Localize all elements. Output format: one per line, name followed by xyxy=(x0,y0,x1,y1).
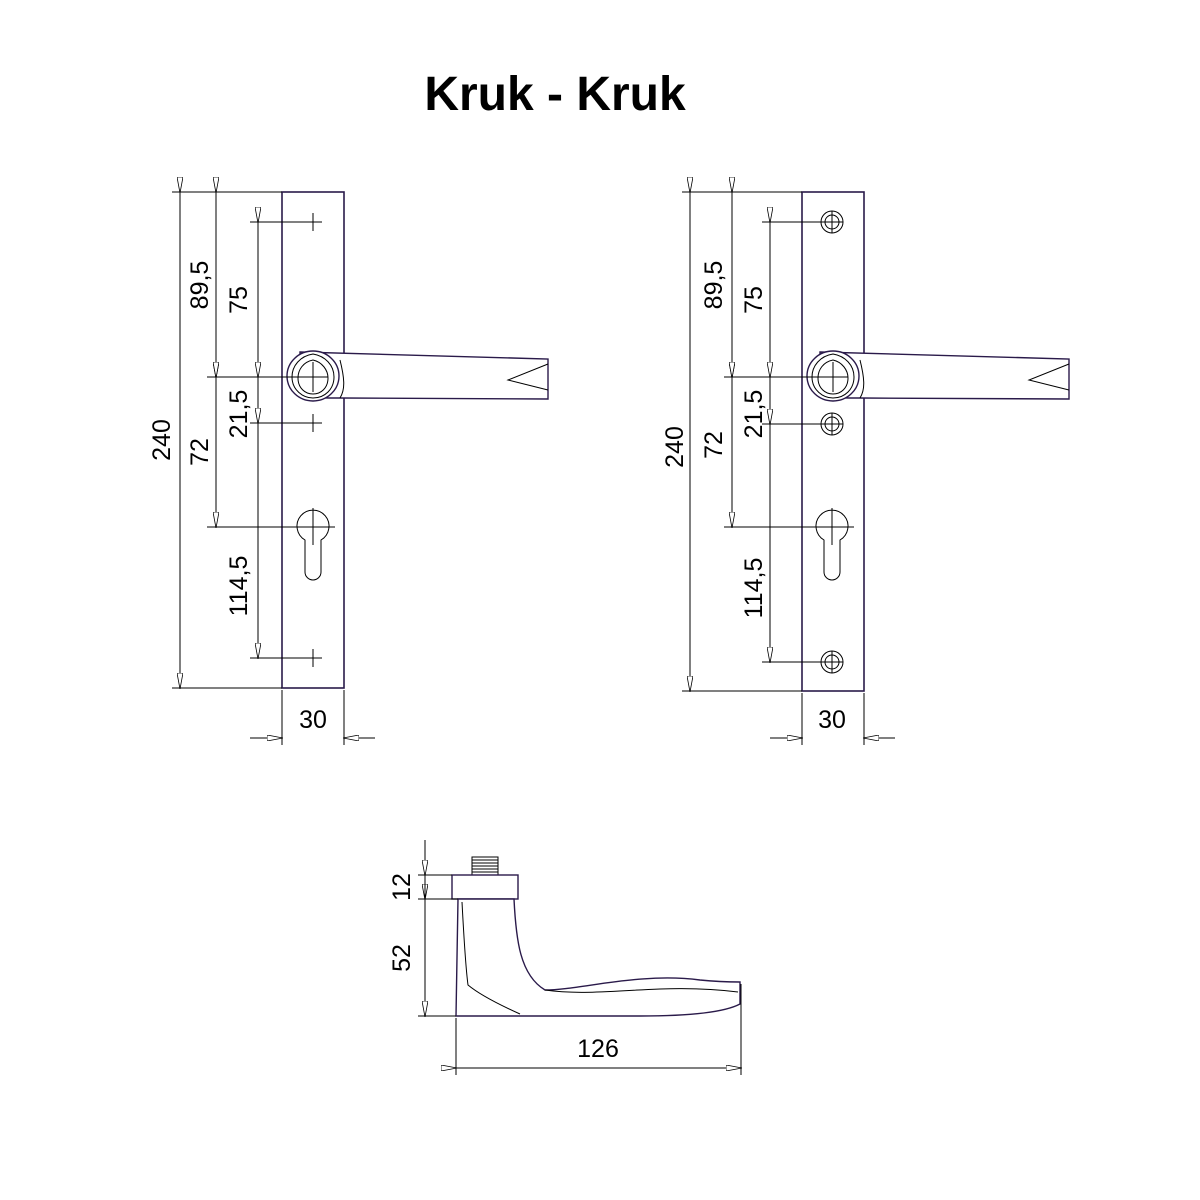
dim-spindle-to-cylinder: 72 xyxy=(186,438,214,466)
page-title: Kruk - Kruk xyxy=(424,68,686,121)
right-front-view: 240 89,5 75 72 21,5 114,5 30 xyxy=(661,191,1070,745)
side-view: 12 52 126 xyxy=(388,840,741,1075)
dim-spindle-to-screw: 21,5 xyxy=(740,390,768,439)
cylinder-cutout xyxy=(293,508,335,581)
lever-front xyxy=(806,350,1070,402)
spindle xyxy=(471,856,499,876)
dim-width: 30 xyxy=(818,706,846,734)
dim-total-height: 240 xyxy=(148,419,176,461)
screw-hole-middle xyxy=(820,412,844,436)
dim-width: 30 xyxy=(299,706,327,734)
backplate xyxy=(801,191,865,692)
screw-middle xyxy=(304,414,322,432)
screw-hole-top xyxy=(820,210,844,234)
dim-lever-height: 52 xyxy=(388,944,416,972)
dim-spindle-to-screw: 21,5 xyxy=(225,390,253,439)
dim-top-to-spindle: 89,5 xyxy=(700,261,728,310)
dim-top-to-spindle: 89,5 xyxy=(186,261,214,310)
dim-screw-to-spindle: 75 xyxy=(225,286,253,314)
lever-front xyxy=(286,350,549,402)
screw-bottom xyxy=(304,649,322,667)
lever-profile xyxy=(455,898,741,1017)
cylinder-cutout xyxy=(812,508,854,581)
screw-top xyxy=(304,213,322,231)
dim-screw-to-screw: 114,5 xyxy=(740,558,768,619)
dim-rose-height: 12 xyxy=(388,873,416,901)
screw-hole-bottom xyxy=(820,650,844,674)
dim-lever-length: 126 xyxy=(577,1035,619,1063)
rose xyxy=(451,874,519,900)
dim-total-height: 240 xyxy=(661,426,689,468)
dim-screw-to-spindle: 75 xyxy=(740,286,768,314)
dim-screw-to-screw: 114,5 xyxy=(225,556,253,617)
left-front-view: 240 89,5 75 72 21,5 114,5 30 xyxy=(148,191,549,745)
dim-spindle-to-cylinder: 72 xyxy=(700,431,728,459)
backplate xyxy=(281,191,345,689)
